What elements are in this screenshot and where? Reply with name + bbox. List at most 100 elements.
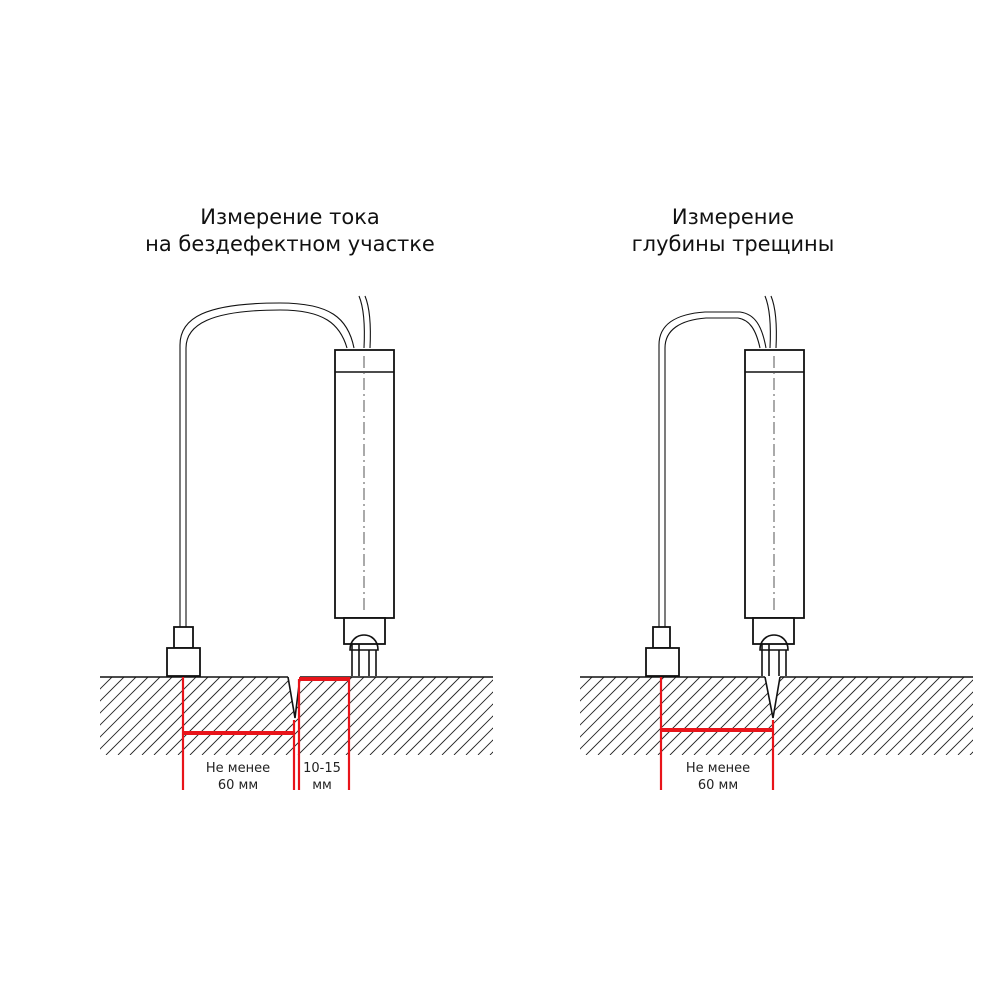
hatch-line (100, 677, 125, 755)
hatch-line (909, 677, 973, 755)
hatch-line (580, 677, 581, 755)
hatch-line (765, 677, 845, 755)
right-ground-hatching (580, 677, 1000, 755)
right-cable (658, 295, 777, 627)
hatch-line (405, 677, 485, 755)
hatch-line (753, 677, 833, 755)
hatch-line (693, 677, 773, 755)
hatch-line (801, 677, 881, 755)
right-dim-main-label-line1: Не менее (686, 761, 750, 776)
hatch-line (861, 677, 941, 755)
left-dim-main-label-line1: Не менее (206, 761, 270, 776)
right-title-line2: глубины трещины (632, 232, 835, 256)
left-probe (334, 349, 395, 676)
hatch-line (681, 677, 761, 755)
left-contact-electrode (166, 626, 201, 677)
hatch-line (580, 677, 605, 755)
hatch-line (165, 677, 245, 755)
hatch-line (429, 677, 493, 755)
hatch-line (477, 677, 493, 755)
right-dim-main-label-line2: 60 мм (698, 778, 738, 793)
hatch-line (417, 677, 493, 755)
right-crack (764, 676, 781, 719)
hatch-line (141, 677, 221, 755)
hatch-line (873, 677, 953, 755)
hatch-line (580, 677, 593, 755)
hatch-line (645, 677, 725, 755)
hatch-line (225, 677, 305, 755)
hatch-line (100, 677, 173, 755)
hatch-line (921, 677, 973, 755)
left-cable (179, 295, 371, 627)
right-probe (744, 349, 805, 676)
hatch-line (657, 677, 737, 755)
hatch-line (117, 677, 197, 755)
hatch-line (321, 677, 401, 755)
hatch-line (129, 677, 209, 755)
hatch-line (201, 677, 281, 755)
hatch-line (189, 677, 269, 755)
left-title-line2: на бездефектном участке (145, 232, 435, 256)
hatch-line (789, 677, 869, 755)
hatch-line (982, 677, 1000, 755)
hatch-line (100, 677, 149, 755)
right-dimensions (659, 677, 775, 790)
hatch-line (237, 677, 317, 755)
right-panel: Измерение глубины трещины (580, 205, 1000, 793)
hatch-line (597, 677, 677, 755)
hatch-line (297, 677, 377, 755)
hatch-line (261, 677, 341, 755)
hatch-line (153, 677, 233, 755)
hatch-line (357, 677, 437, 755)
hatch-line (369, 677, 449, 755)
hatch-line (945, 677, 973, 755)
hatch-line (105, 677, 185, 755)
left-dim-offset-label-line1: 10-15 (303, 761, 341, 776)
hatch-line (333, 677, 413, 755)
hatch-line (729, 677, 809, 755)
hatch-line (633, 677, 713, 755)
hatch-line (285, 677, 365, 755)
hatch-line (453, 677, 493, 755)
hatch-line (100, 677, 101, 755)
hatch-line (837, 677, 917, 755)
hatch-line (465, 677, 493, 755)
hatch-line (273, 677, 353, 755)
left-panel: Измерение тока на бездефектном участке (100, 205, 580, 793)
left-dim-offset-label-line2: мм (312, 778, 332, 793)
hatch-line (825, 677, 905, 755)
hatch-line (669, 677, 749, 755)
hatch-line (580, 677, 641, 755)
left-dimensions (181, 677, 351, 790)
hatch-line (213, 677, 293, 755)
hatch-line (580, 677, 653, 755)
hatch-line (381, 677, 461, 755)
hatch-line (777, 677, 857, 755)
hatch-line (100, 677, 113, 755)
hatch-line (585, 677, 665, 755)
hatch-line (580, 677, 629, 755)
hatch-line (885, 677, 965, 755)
right-ground (580, 676, 1000, 755)
hatch-line (100, 677, 137, 755)
right-contact-electrode (645, 626, 680, 677)
hatch-line (717, 677, 797, 755)
hatch-line (177, 677, 257, 755)
hatch-line (933, 677, 973, 755)
hatch-line (849, 677, 929, 755)
left-dim-main-label-line2: 60 мм (218, 778, 258, 793)
hatch-line (741, 677, 821, 755)
hatch-line (249, 677, 329, 755)
left-title-line1: Измерение тока (200, 205, 380, 229)
hatch-line (957, 677, 973, 755)
hatch-line (441, 677, 493, 755)
hatch-line (609, 677, 689, 755)
hatch-line (100, 677, 161, 755)
left-ground (100, 676, 580, 755)
hatch-line (489, 677, 493, 755)
hatch-line (393, 677, 473, 755)
hatch-line (502, 677, 580, 755)
hatch-line (345, 677, 425, 755)
hatch-line (897, 677, 973, 755)
